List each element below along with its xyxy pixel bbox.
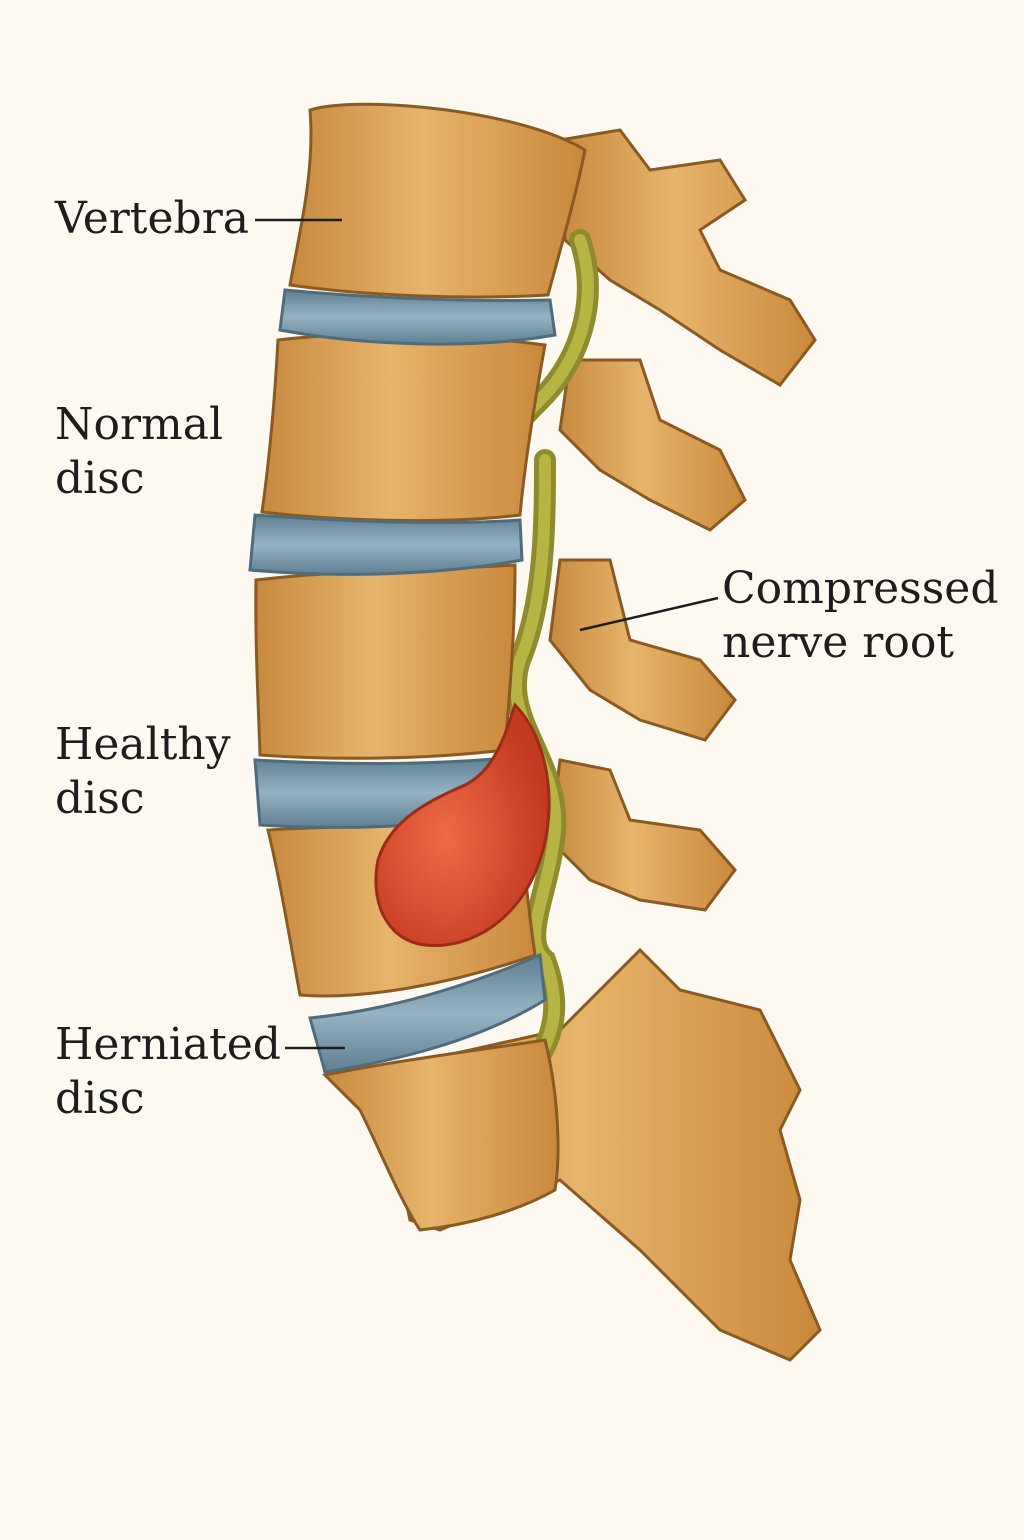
posterior-process-1	[558, 128, 817, 387]
leader-line-compressed-nerve	[579, 596, 719, 632]
disc-4	[308, 952, 547, 1074]
leader-lines	[255, 218, 719, 1050]
label-vertebra: Vertebra	[55, 193, 249, 244]
vertebral-body-3	[254, 563, 517, 760]
disc-2	[248, 513, 524, 576]
label-herniated-disc: Herniated disc	[55, 1019, 281, 1124]
vertebral-body-5	[321, 1038, 560, 1232]
herniated-disc-bulge	[374, 702, 551, 948]
disc-1	[278, 288, 557, 346]
posterior-process-4	[548, 758, 737, 912]
label-normal-disc: Normal disc	[55, 399, 224, 504]
intervertebral-discs	[248, 288, 557, 1074]
posterior-process-3	[548, 558, 737, 742]
posterior-process-2	[558, 358, 747, 532]
vertebral-body-2	[260, 333, 547, 523]
vertebral-bodies	[254, 102, 587, 1232]
label-healthy-disc: Healthy disc	[55, 719, 231, 824]
vertebral-body-1	[288, 102, 587, 299]
label-compressed-nerve-root: Compressed nerve root	[722, 563, 999, 668]
